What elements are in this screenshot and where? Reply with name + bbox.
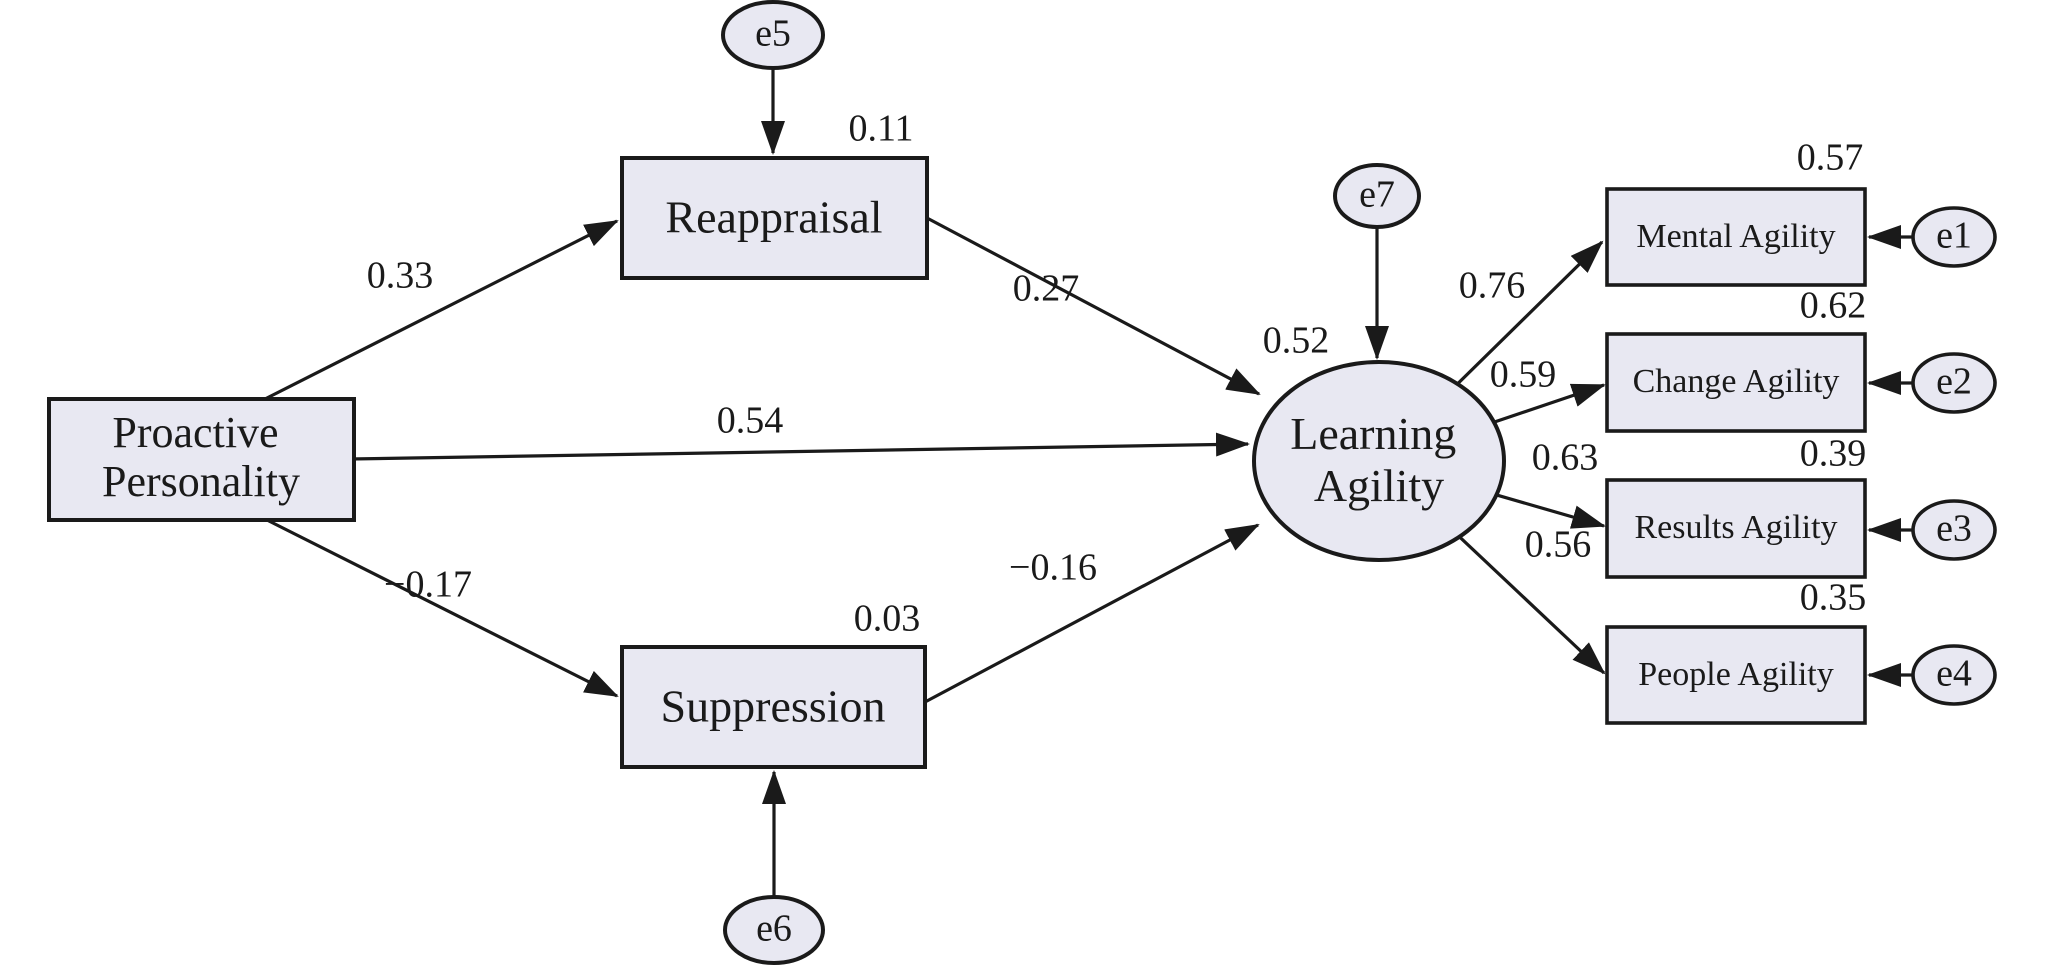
coef-reappraisal-learning-agility: 0.27 [1013,268,1080,310]
rsq-change-agility: 0.62 [1800,285,1867,327]
rsq-reappraisal: 0.11 [848,108,913,150]
coef-learning-agility-people: 0.56 [1525,524,1592,566]
rsq-results-agility: 0.39 [1800,433,1867,475]
error-term-e1-label: e1 [1936,215,1972,257]
coefficient-labels: 0.33 0.54 −0.17 0.27 −0.16 0.76 0.59 0.6… [367,255,1599,606]
arrow-proactive-to-suppression [266,518,619,698]
learning-agility-line1: Learning [1290,408,1456,459]
error-term-e3-ellipse [1911,499,1997,561]
error-term-e7-ellipse [1333,163,1421,229]
rsq-people-agility: 0.35 [1800,577,1867,619]
arrow-proactive-to-learning-agility [349,432,1250,461]
error-term-e2-ellipse [1911,352,1997,414]
node-proactive-personality-label: Proactive Personality [102,408,300,506]
error-term-e6-ellipse [723,895,825,965]
node-people-agility-box [1605,625,1867,725]
arrow-proactive-to-reappraisal [264,219,619,401]
error-term-e5-label: e5 [755,13,791,55]
node-change-agility-label: Change Agility [1633,363,1840,400]
node-change-agility-box [1605,332,1867,433]
error-term-e6-label: e6 [756,908,792,950]
coef-learning-agility-change: 0.59 [1490,354,1557,396]
node-suppression-box [620,645,927,769]
node-reappraisal-label: Reappraisal [665,192,882,243]
proactive-line1: Proactive [112,408,278,457]
learning-agility-line2: Agility [1314,460,1444,511]
coef-learning-agility-mental: 0.76 [1459,265,1526,307]
error-term-e1-ellipse [1911,206,1997,268]
node-shapes [47,0,1997,965]
node-labels: Proactive Personality Reappraisal Suppre… [102,13,1972,950]
node-reappraisal-box [620,156,929,280]
error-term-e4-ellipse [1911,644,1997,706]
error-term-e3-label: e3 [1936,508,1972,550]
error-term-e7-label: e7 [1359,174,1395,216]
proactive-line2: Personality [102,457,300,506]
error-term-e5-ellipse [721,0,825,70]
node-learning-agility-label: Learning Agility [1290,408,1468,511]
node-results-agility-box [1605,478,1867,579]
error-term-e2-label: e2 [1936,361,1972,403]
node-learning-agility-ellipse [1252,360,1506,562]
variance-labels: 0.11 0.03 0.52 0.57 0.62 0.39 0.35 [848,108,1866,640]
coef-suppression-learning-agility: −0.16 [1009,547,1097,589]
coef-learning-agility-results: 0.63 [1532,437,1599,479]
node-mental-agility-box [1605,187,1867,287]
rsq-mental-agility: 0.57 [1797,137,1864,179]
coef-proactive-learning-agility: 0.54 [717,400,784,442]
rsq-suppression: 0.03 [854,598,921,640]
node-proactive-personality-box [47,397,356,522]
node-results-agility-label: Results Agility [1634,509,1837,546]
node-mental-agility-label: Mental Agility [1636,218,1835,255]
error-term-e4-label: e4 [1936,653,1972,695]
coef-proactive-reappraisal: 0.33 [367,255,434,297]
arrow-reappraisal-to-learning-agility [926,216,1261,396]
rsq-learning-agility: 0.52 [1263,320,1330,362]
arrow-suppression-to-learning-agility [924,523,1260,704]
node-suppression-label: Suppression [661,681,886,732]
coef-proactive-suppression: −0.17 [384,564,472,606]
node-people-agility-label: People Agility [1638,656,1834,693]
